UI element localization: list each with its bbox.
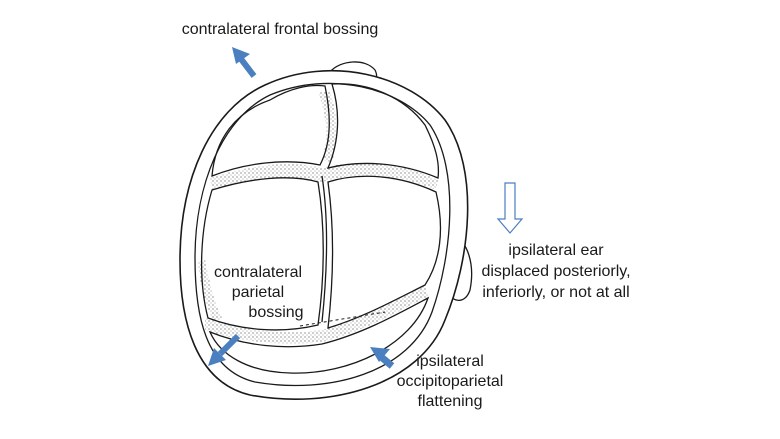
parietal-bossing-label: contralateral parietal bossing bbox=[190, 263, 326, 323]
frontal-edge-stipple bbox=[318, 92, 337, 162]
arrow-down-left-icon bbox=[208, 333, 241, 366]
parietal-edge-stipple bbox=[198, 260, 222, 322]
ipsilateral-ear-label: ipsilateral ear displaced posteriorly, i… bbox=[446, 240, 666, 303]
lambdoid-suture-stipple bbox=[205, 285, 428, 344]
coronal-suture-stipple bbox=[210, 163, 438, 190]
occipitoparietal-flattening-label: ipsilateral occipitoparietal flattening bbox=[370, 352, 530, 412]
occipitoparietal-flattening-label-line-3: flattening bbox=[417, 393, 483, 410]
occipitoparietal-flattening-label-line-1: ipsilateral bbox=[416, 353, 484, 370]
arrow-up-left-icon bbox=[370, 347, 395, 369]
occipitoparietal-flattening-label-line-2: occipitoparietal bbox=[396, 373, 504, 390]
ipsilateral-ear-label-line-3: inferiorly, or not at all bbox=[482, 284, 630, 301]
arrow-down-outline-icon bbox=[496, 182, 524, 234]
frontal-bossing-label: contralateral frontal bossing bbox=[181, 21, 379, 38]
right-parietal-bone bbox=[327, 175, 442, 329]
parietal-bossing-label-line-1: contralateral bbox=[213, 264, 303, 281]
ipsilateral-ear-label-line-1: ipsilateral ear bbox=[508, 242, 604, 259]
ipsilateral-ear-label-line-2: displaced posteriorly, bbox=[481, 263, 631, 280]
right-frontal-bone bbox=[326, 83, 440, 179]
occipital-dashed-line bbox=[299, 311, 386, 327]
left-parietal-bone bbox=[200, 177, 324, 331]
occipital-bone bbox=[208, 296, 430, 374]
left-frontal-bone bbox=[211, 84, 330, 177]
arrow-up-right-icon bbox=[232, 47, 257, 78]
parietal-bossing-label-line-3: bossing bbox=[248, 304, 304, 321]
parietal-bossing-label-line-2: parietal bbox=[231, 284, 285, 301]
sagittal-suture bbox=[321, 175, 328, 323]
